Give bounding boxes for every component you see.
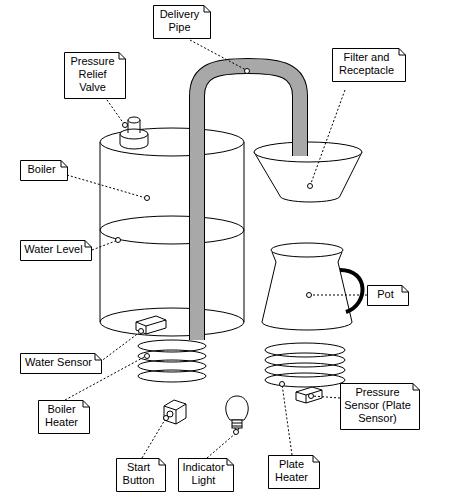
part-label: Pot <box>367 285 409 304</box>
callout-note: Plate Heater <box>268 455 320 489</box>
callout-note: Pot <box>367 285 409 306</box>
callout-note: Water Level <box>20 240 92 261</box>
callout-note: Boiler Heater <box>38 400 90 434</box>
callout-note: Indicator Light <box>178 458 234 492</box>
part-label: Boiler <box>20 160 68 179</box>
callout-note: Filter and Receptacle <box>332 48 406 82</box>
part-label: Water Level <box>20 240 92 259</box>
callout-note: Boiler <box>20 160 68 181</box>
part-label: Pressure Sensor (Plate Sensor) <box>340 383 420 428</box>
part-label: Pressure Relief Valve <box>64 52 126 97</box>
callout-note: Water Sensor <box>20 353 102 374</box>
part-label: Delivery Pipe <box>153 5 211 37</box>
callout-note: Pressure Sensor (Plate Sensor) <box>340 383 420 430</box>
part-label: Start Button <box>116 458 166 490</box>
callout-note: Delivery Pipe <box>153 5 211 39</box>
part-label: Water Sensor <box>20 353 102 372</box>
part-label: Boiler Heater <box>38 400 90 432</box>
part-label: Plate Heater <box>268 455 320 487</box>
part-label: Indicator Light <box>178 458 234 490</box>
callout-note: Start Button <box>116 458 166 492</box>
part-label: Filter and Receptacle <box>332 48 406 80</box>
callout-note: Pressure Relief Valve <box>64 52 126 99</box>
